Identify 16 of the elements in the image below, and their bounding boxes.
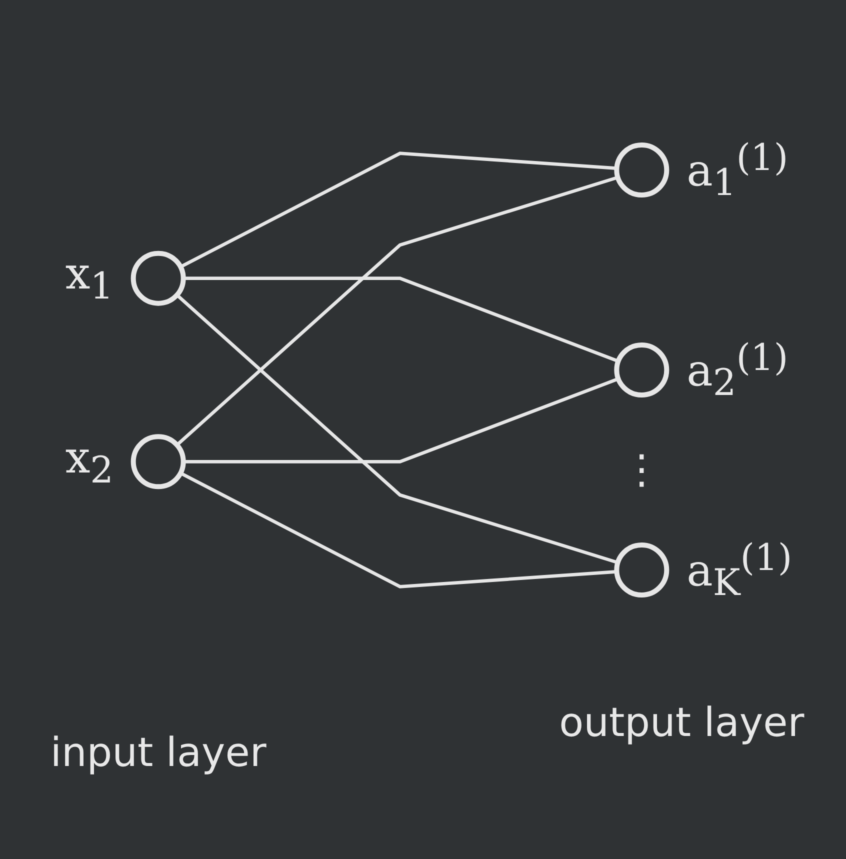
neuron-label: x$_{1}$ xyxy=(65,248,114,308)
neuron-circle xyxy=(614,142,670,198)
neuron-circle xyxy=(614,342,670,398)
connection-line xyxy=(183,377,619,464)
connection-line xyxy=(180,152,617,268)
neuron-circle xyxy=(130,434,186,490)
connection-line xyxy=(176,176,618,446)
neuron-label: x$_{2}$ xyxy=(65,432,114,492)
layer-label: output layer xyxy=(559,700,804,746)
connection-line xyxy=(183,276,619,363)
connection-line xyxy=(180,472,617,588)
layer-label: input layer xyxy=(50,730,266,776)
neuron-circle xyxy=(614,542,670,598)
neuron-circle xyxy=(130,250,186,306)
ellipsis-dots: ⋮ xyxy=(622,447,662,493)
connection-line xyxy=(176,294,618,564)
